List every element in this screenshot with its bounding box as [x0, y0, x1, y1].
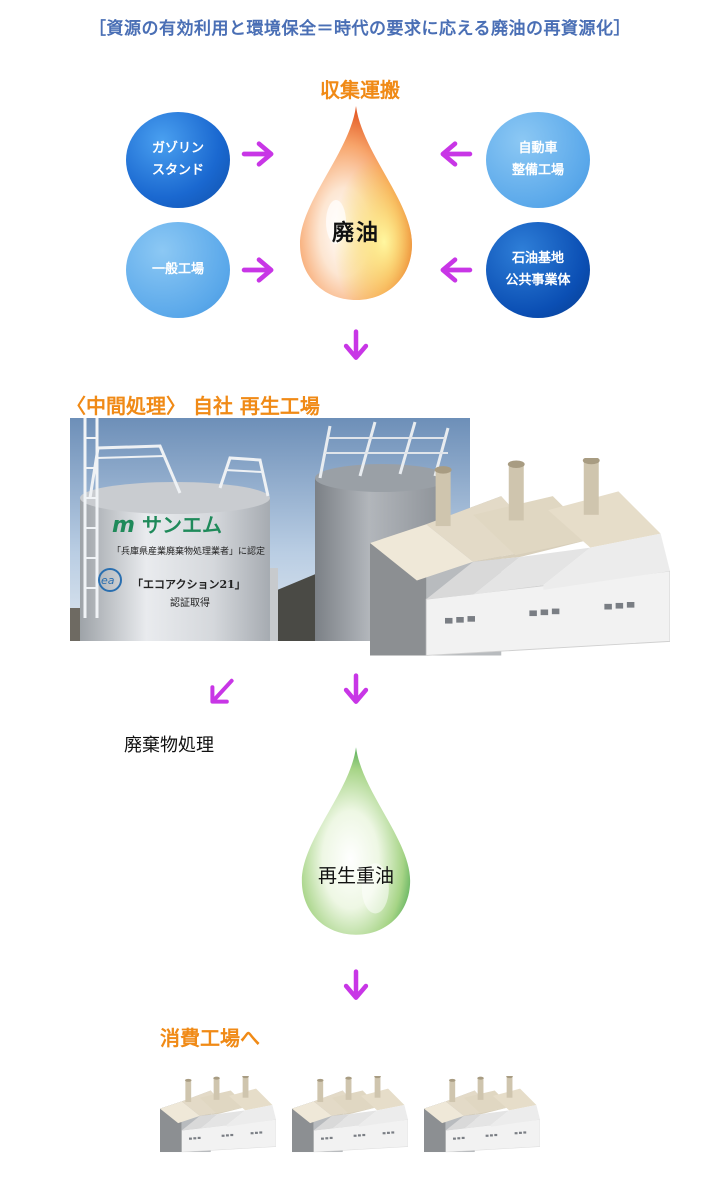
factory-icon: [160, 1058, 276, 1170]
waste-processing-label: 廃棄物処理: [124, 731, 214, 757]
source-general-factory-circle: 一般工場: [126, 222, 230, 318]
source-auto-repair-line1: 自動車: [518, 138, 557, 160]
arrow-down-left-icon: [206, 676, 238, 708]
source-gas-station-circle: ガゾリン スタンド: [126, 112, 230, 208]
source-general-factory-line1: 一般工場: [152, 259, 204, 281]
source-oil-base-circle: 石油基地 公共事業体: [486, 222, 590, 318]
source-auto-repair-line2: 整備工場: [512, 160, 564, 182]
regenerated-oil-label: 再生重油: [298, 861, 414, 888]
arrow-down-icon: [342, 672, 370, 708]
factory-icon: [370, 458, 670, 656]
regenerated-oil-drop-icon: [298, 740, 414, 940]
arrow-left-icon: [436, 140, 474, 168]
source-oil-base-line2: 公共事業体: [505, 270, 570, 292]
tank-text-1: 「兵庫県産業廃棄物処理業者」に認定: [112, 545, 265, 557]
consumption-heading: 消費工場へ: [160, 1022, 260, 1051]
waste-oil-label: 廃油: [296, 215, 416, 247]
factory-icon: [424, 1058, 540, 1170]
factory-icon: [292, 1058, 408, 1170]
source-gas-station-line2: スタンド: [152, 160, 204, 182]
waste-oil-drop-icon: [296, 102, 416, 302]
tank-logo-text: サンエム: [142, 513, 222, 537]
arrow-down-icon: [342, 328, 370, 364]
processing-heading: 〈中間処理〉 自社 再生工場: [66, 390, 320, 419]
eco-action-badge: ea: [101, 574, 115, 587]
arrow-left-icon: [436, 256, 474, 284]
page-title: ［資源の有効利用と環境保全＝時代の要求に応える廃油の再資源化］: [0, 14, 720, 39]
svg-text:m: m: [112, 513, 135, 538]
arrow-down-icon: [342, 968, 370, 1004]
tank-text-3: 認証取得: [170, 596, 210, 609]
source-oil-base-line1: 石油基地: [512, 248, 564, 270]
tank-text-2: 「エコアクション21」: [132, 577, 246, 591]
source-auto-repair-circle: 自動車 整備工場: [486, 112, 590, 208]
collection-heading: 収集運搬: [0, 74, 720, 103]
arrow-right-icon: [240, 140, 278, 168]
source-gas-station-line1: ガゾリン: [152, 138, 204, 160]
arrow-right-icon: [240, 256, 278, 284]
